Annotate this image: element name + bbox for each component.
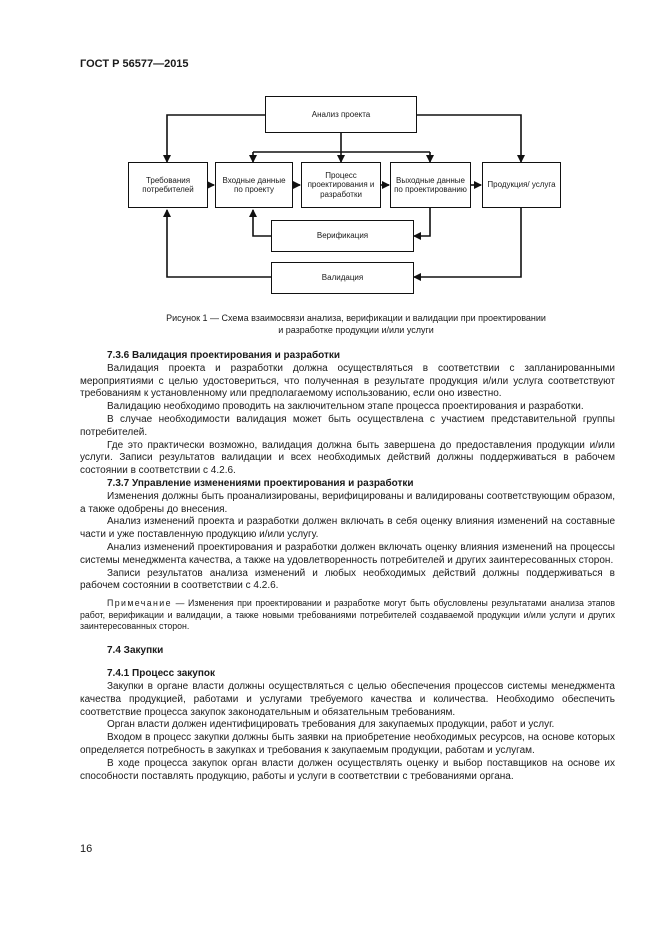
note-text: — Изменения при проектировании и разрабо… (80, 598, 615, 631)
box-analysis: Анализ проекта (265, 96, 417, 133)
section-heading-7-3-7: 7.3.7 Управление изменениями проектирова… (107, 477, 414, 489)
body-text: 7.3.6 Валидация проектирования и разрабо… (80, 350, 615, 783)
caption-line-2: и разработке продукции и/или услуги (278, 325, 434, 335)
section-heading-7-4-1: 7.4.1 Процесс закупок (107, 668, 216, 680)
section-heading-7-3-6: 7.3.6 Валидация проектирования и разрабо… (107, 350, 341, 361)
paragraph: Изменения должны быть проанализированы, … (80, 490, 615, 515)
paragraph: Анализ изменений проекта и разработки до… (80, 516, 615, 541)
process-diagram (163, 114, 525, 281)
paragraph: Записи результатов анализа изменений и л… (80, 567, 615, 592)
paragraph: Валидация проекта и разработки должна ос… (80, 362, 615, 400)
paragraph: В ходе процесса закупок орган власти дол… (80, 757, 615, 782)
box-requirements: Требования потребителей (128, 162, 208, 208)
arrow-validation-to-requirements (163, 209, 271, 278)
paragraph: Валидацию необходимо проводить на заключ… (107, 401, 584, 413)
paragraph: Анализ изменений проектирования и разраб… (80, 541, 615, 566)
paragraph: Где это практически возможно, валидация … (80, 439, 615, 477)
arrow-product-to-validation (413, 208, 522, 281)
box-validation: Валидация (271, 262, 414, 294)
arrow-analysis-to-product (417, 114, 525, 163)
note: Примечание — Изменения при проектировани… (80, 598, 615, 632)
arrow-outputs-to-verification (413, 208, 431, 240)
section-heading-7-4: 7.4 Закупки (107, 645, 164, 657)
box-verification: Верификация (271, 220, 414, 252)
paragraph: Закупки в органе власти должны осуществл… (80, 680, 615, 718)
figure-caption: Рисунок 1 — Схема взаимосвязи анализа, в… (80, 312, 632, 336)
arrow-analysis-to-requirements (163, 114, 265, 163)
box-product: Продукция/ услуга (482, 162, 561, 208)
caption-line-1: Рисунок 1 — Схема взаимосвязи анализа, в… (166, 313, 546, 323)
box-outputs: Выходные данные по проектированию (390, 162, 471, 208)
document-header: ГОСТ Р 56577—2015 (80, 58, 189, 70)
arrow-verification-to-inputs (249, 209, 271, 237)
box-inputs: Входные данные по проекту (215, 162, 293, 208)
box-process: Процесс проектирования и разработки (301, 162, 381, 208)
note-label: Примечание (107, 598, 172, 609)
paragraph: Орган власти должен идентифицировать тре… (107, 719, 555, 731)
page-number: 16 (80, 843, 93, 855)
paragraph: В случае необходимости валидация может б… (80, 413, 615, 438)
paragraph: Входом в процесс закупки должны быть зая… (80, 732, 615, 756)
